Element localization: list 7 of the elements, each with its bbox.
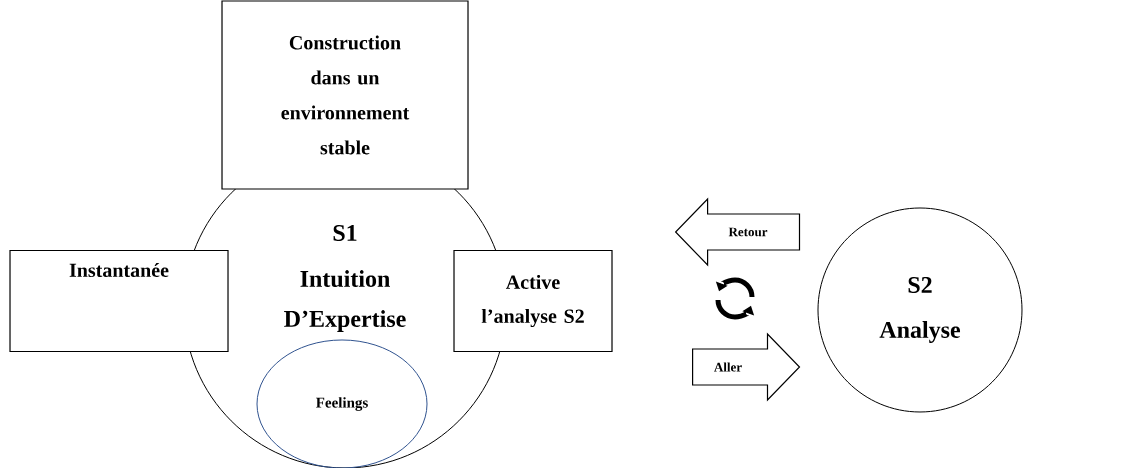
text-box: Instantanée <box>9 249 229 353</box>
edge-label: Retour <box>727 226 769 238</box>
text-box: Construction dans un environnement stable <box>221 0 469 190</box>
block-arrow <box>674 197 801 267</box>
edge-label: Aller <box>712 361 744 373</box>
text-box: Active l’analyse S2 <box>453 249 613 353</box>
block-arrow <box>692 332 801 402</box>
